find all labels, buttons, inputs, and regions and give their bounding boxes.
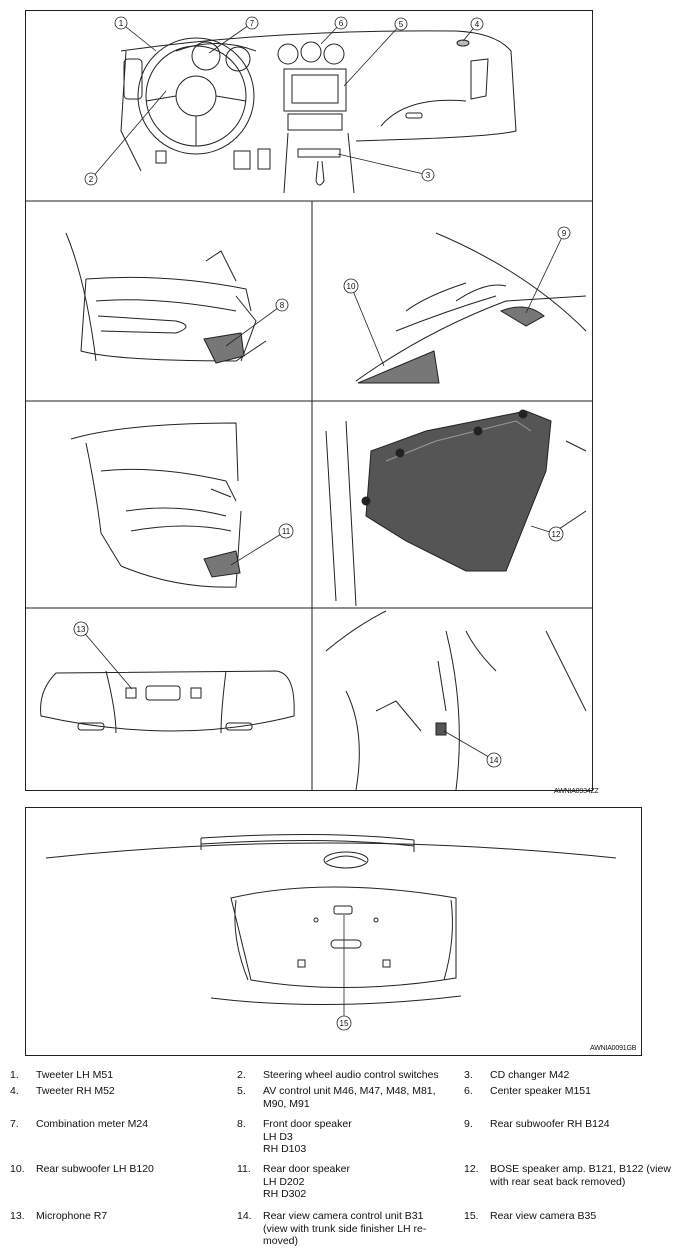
callout-14: 14 <box>490 756 499 765</box>
callout-13: 13 <box>77 625 86 634</box>
bose-amp-illustration <box>325 409 587 607</box>
callout-12: 12 <box>552 530 561 539</box>
figure-top-code: AWNIA0934ZZ <box>554 788 599 795</box>
legend-text: BOSE speaker amp. B121, B122 (view with … <box>490 1163 671 1188</box>
legend-text: AV control unit M46, M47, M48, M81, M90,… <box>263 1085 436 1110</box>
legend-number: 15. <box>464 1210 479 1222</box>
trunk-side-illustration <box>325 610 587 790</box>
legend-text: Tweeter RH M52 <box>36 1085 115 1097</box>
legend-text: Front door speaker LH D3 RH D103 <box>263 1118 352 1155</box>
legend-number: 6. <box>464 1085 473 1097</box>
front-door-illustration <box>65 232 267 364</box>
figure-bottom-code: AWNIA0091GB <box>590 1045 637 1052</box>
rear-shelf-illustration <box>355 232 587 384</box>
legend-number: 3. <box>464 1069 473 1081</box>
callout-4: 4 <box>475 20 480 29</box>
legend-text: Rear view camera B35 <box>490 1210 597 1222</box>
legend-text: Rear subwoofer RH B124 <box>490 1118 610 1130</box>
legend-number: 1. <box>10 1069 19 1081</box>
callout-11: 11 <box>282 527 291 536</box>
callouts-bottom: 15 <box>336 915 352 1031</box>
callout-15: 15 <box>340 1019 349 1028</box>
callout-6: 6 <box>339 19 344 28</box>
legend-text: Rear view camera control unit B31 (view … <box>263 1210 427 1247</box>
legend-number: 9. <box>464 1118 473 1130</box>
legend-number: 2. <box>237 1069 246 1081</box>
callout-3: 3 <box>426 171 431 180</box>
legend-number: 14. <box>237 1210 252 1222</box>
callout-10: 10 <box>347 282 356 291</box>
headliner-illustration <box>40 670 295 734</box>
legend-text: Combination meter M24 <box>36 1118 149 1130</box>
legend-number: 5. <box>237 1085 246 1097</box>
legend-text: Steering wheel audio control switches <box>263 1069 439 1081</box>
legend-number: 13. <box>10 1210 25 1222</box>
legend-text: Center speaker M151 <box>490 1085 591 1097</box>
figure-top: 1 2 3 4 5 6 7 <box>25 10 593 791</box>
legend-text: Microphone R7 <box>36 1210 108 1222</box>
callout-8: 8 <box>280 301 285 310</box>
figure-bottom: 15 <box>25 807 642 1056</box>
legend-number: 8. <box>237 1118 246 1130</box>
callout-2: 2 <box>89 175 94 184</box>
callout-9: 9 <box>562 229 567 238</box>
figure-top-drawing: 1 2 3 4 5 6 7 <box>26 16 592 790</box>
legend-number: 7. <box>10 1118 19 1130</box>
legend-text: CD changer M42 <box>490 1069 570 1081</box>
callouts-top: 1 2 3 4 5 6 7 <box>73 16 571 768</box>
legend-text: Tweeter LH M51 <box>36 1069 114 1081</box>
callout-7: 7 <box>250 19 255 28</box>
figure-bottom-drawing: 15 <box>45 833 617 1031</box>
legend-text: Rear door speaker LH D202 RH D302 <box>263 1163 350 1200</box>
dashboard-illustration <box>120 30 517 194</box>
legend-number: 4. <box>10 1085 19 1097</box>
rear-door-illustration <box>70 422 242 588</box>
callout-1: 1 <box>119 19 124 28</box>
trunk-lid-illustration <box>45 833 617 1006</box>
legend-number: 11. <box>237 1163 251 1175</box>
callout-5: 5 <box>399 20 404 29</box>
legend-text: Rear subwoofer LH B120 <box>36 1163 154 1175</box>
legend-number: 12. <box>464 1163 479 1175</box>
legend-number: 10. <box>10 1163 25 1175</box>
